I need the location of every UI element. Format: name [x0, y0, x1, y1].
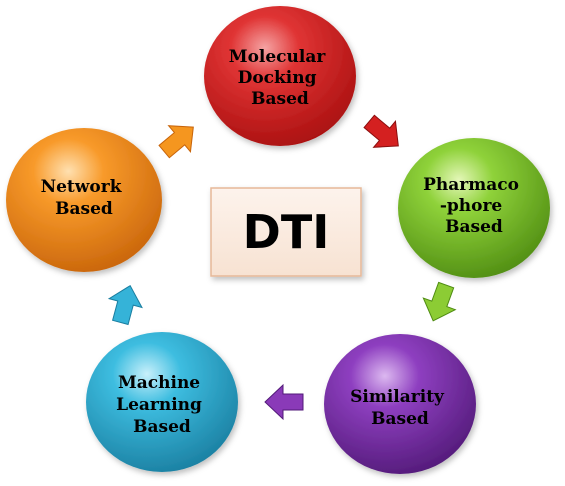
node-label-line: Based: [371, 409, 429, 429]
node-label-line: Molecular: [229, 47, 327, 67]
center-label: DTI: [243, 205, 330, 259]
arrow-network-to-docking: [158, 125, 194, 159]
node-pharmacophore: Pharmaco -phore Based: [398, 138, 550, 278]
node-label-line: Based: [251, 89, 309, 109]
node-label-line: Similarity: [350, 387, 445, 407]
svg-text:Molecular Docking: Molecular Docking Based: [229, 47, 332, 109]
node-label-line: Learning: [116, 395, 202, 415]
node-similarity: Similarity Based: [324, 334, 476, 474]
node-label-line: Based: [133, 417, 191, 437]
center-dti-box: DTI: [210, 187, 362, 277]
arrow-similarity-to-machine-learning: [264, 383, 304, 421]
svg-text:Network Based: Network Based: [41, 177, 128, 219]
node-machine-learning: Machine Learning Based: [86, 332, 238, 472]
arrow-docking-to-pharmacophore: [363, 114, 399, 148]
svg-text:Similarity Based: Similarity Based: [350, 387, 450, 429]
arrow-machine-learning-to-network: [107, 284, 143, 326]
svg-text:Pharmaco -phore Ba: Pharmaco -phore Based: [423, 175, 525, 237]
node-label-line: -phore: [440, 196, 503, 216]
arrow-pharmacophore-to-similarity: [422, 281, 457, 322]
node-label-line: Docking: [238, 68, 317, 88]
node-label-line: Machine: [118, 373, 200, 393]
node-molecular-docking: Molecular Docking Based: [204, 6, 356, 146]
node-network: Network Based: [6, 128, 162, 272]
node-label-line: Based: [445, 217, 503, 237]
node-label-line: Pharmaco: [423, 175, 519, 195]
node-label-line: Based: [55, 199, 113, 219]
svg-text:Machine Learning B: Machine Learning Based: [116, 373, 208, 437]
node-label-line: Network: [41, 177, 123, 197]
